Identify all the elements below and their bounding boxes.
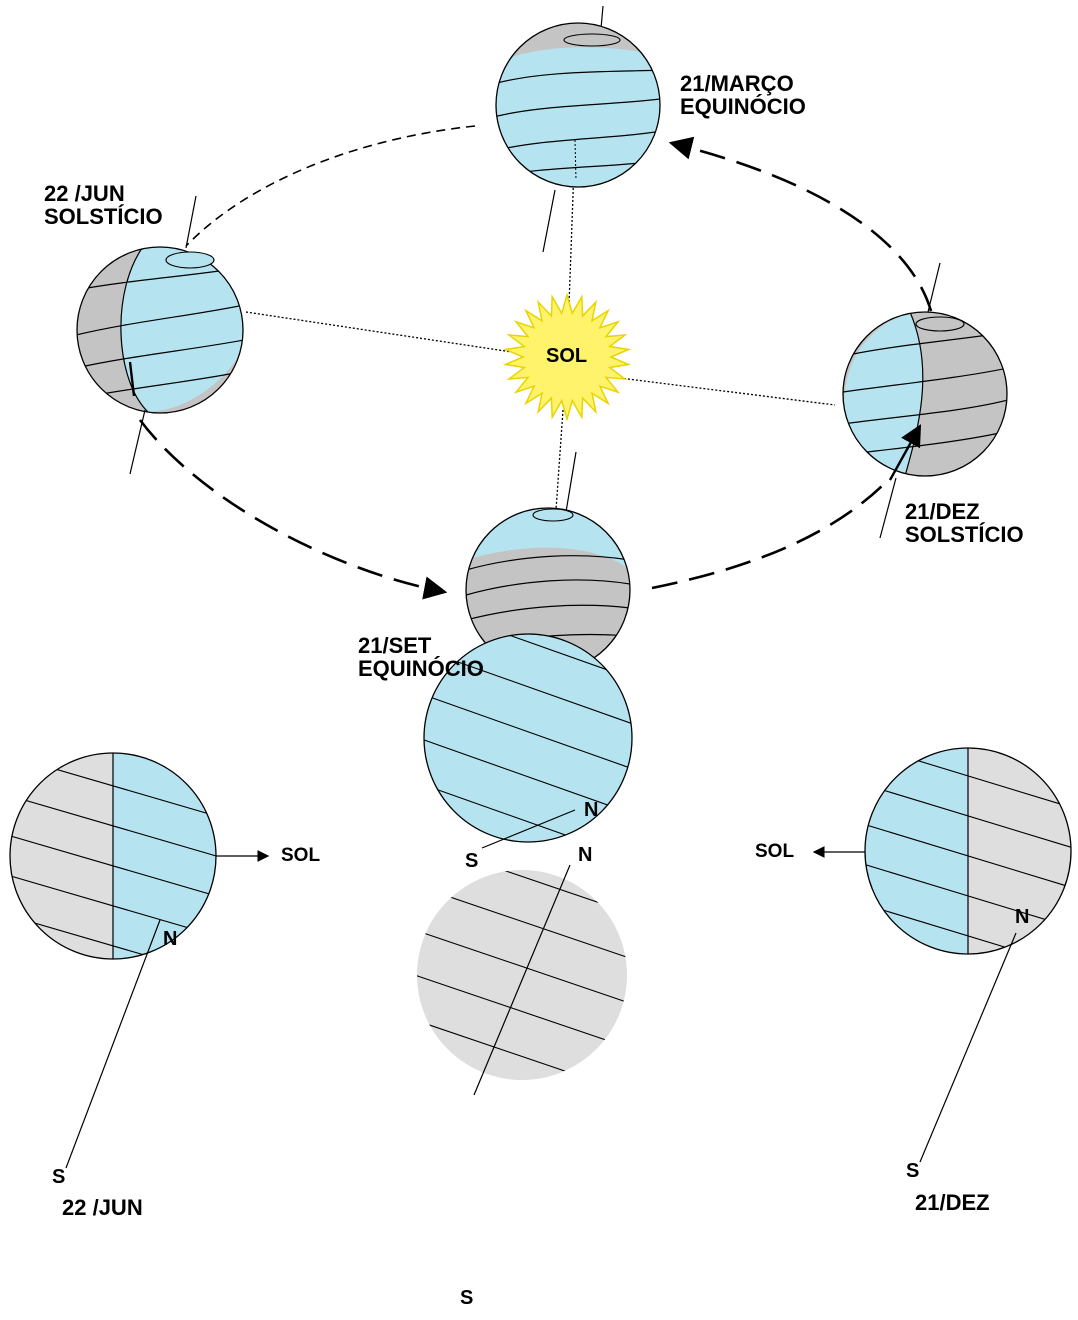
december-north-label: N [1015, 906, 1030, 928]
equinox-dark-south-label: S [460, 1287, 474, 1309]
june-sun-label: SOL [281, 845, 321, 866]
label-june-event: SOLSTÍCIO [44, 204, 163, 230]
label-march-equinox: 21/MARÇO EQUINÓCIO [680, 72, 806, 118]
december-sun-label: SOL [755, 841, 795, 862]
globe-december-solstice [842, 262, 1008, 539]
label-march-date: 21/MARÇO [680, 71, 794, 96]
label-june-date: 22 /JUN [44, 181, 125, 206]
label-september-equinox: 21/SET EQUINÓCIO [358, 634, 484, 680]
orbit-segment-jun-set [138, 419, 448, 600]
label-december-date: 21/DEZ [905, 499, 980, 524]
june-north-label: N [163, 928, 178, 950]
sun-rays-dotted [245, 139, 836, 511]
label-december-solstice: 21/DEZ SOLSTÍCIO [905, 500, 1024, 546]
orbit-arrow-dez [888, 424, 922, 481]
sun-label: SOL [546, 345, 588, 367]
label-march-event: EQUINÓCIO [680, 94, 806, 120]
equinox-dark-north-label: N [578, 844, 593, 866]
view-june-globe [9, 752, 270, 1169]
globe-june-solstice [76, 195, 244, 475]
december-date-label: 21/DEZ [915, 1190, 990, 1215]
view-december-globe [812, 747, 1072, 1163]
view-equinox-dark-globe [417, 864, 627, 1096]
label-june-solstice: 22 /JUN SOLSTÍCIO [44, 182, 163, 228]
june-south-label: S [52, 1166, 66, 1188]
globe-september-equinox [465, 451, 631, 729]
axis-equinox-top-real [481, 809, 576, 849]
label-december-event: SOLSTÍCIO [905, 522, 1024, 548]
orbit-segment-mar-jun [185, 125, 476, 247]
label-september-date: 21/SET [358, 633, 432, 658]
sun-icon [502, 292, 632, 422]
orbit-segment-set-dez [651, 477, 891, 590]
june-date-label: 22 /JUN [62, 1195, 143, 1220]
orbit-segment-dez-mar [668, 136, 933, 312]
equinox-lit-south-label: S [465, 850, 479, 872]
globe-march-equinox [495, 5, 661, 253]
orbit-path [138, 125, 933, 600]
label-september-event: EQUINÓCIO [358, 656, 484, 682]
equinox-lit-north-label: N [584, 799, 599, 821]
december-south-label: S [906, 1160, 920, 1182]
